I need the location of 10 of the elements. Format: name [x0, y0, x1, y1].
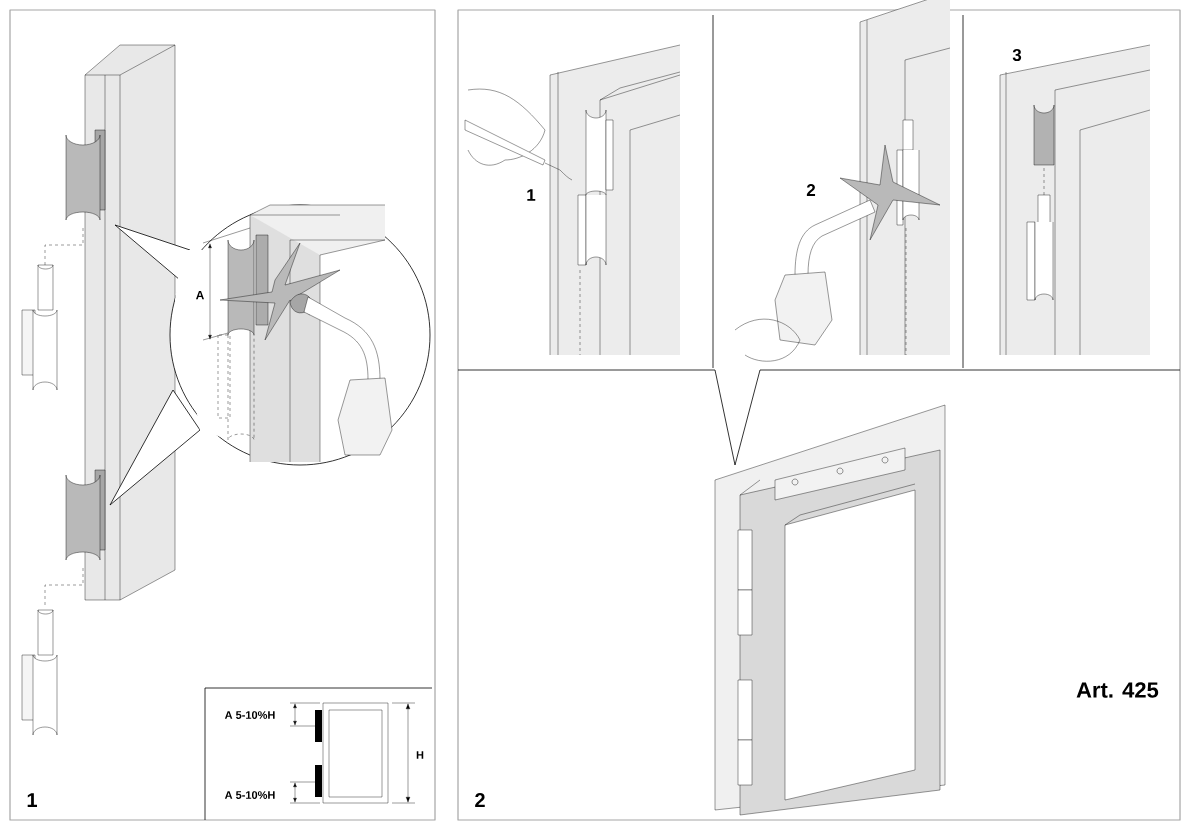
dimension-label: A — [195, 290, 204, 300]
panel-number: 1 — [27, 793, 37, 807]
dimension-label: A 5-10%H — [224, 711, 275, 719]
article-number: Art. 425 — [1076, 682, 1159, 698]
dimension-label: H — [416, 751, 424, 759]
dimension-label: A 5-10%H — [224, 791, 275, 799]
panel-number: 2 — [475, 793, 485, 807]
step-number: 3 — [1012, 48, 1022, 62]
step-number: 1 — [527, 189, 536, 201]
step-number: 2 — [806, 184, 816, 196]
